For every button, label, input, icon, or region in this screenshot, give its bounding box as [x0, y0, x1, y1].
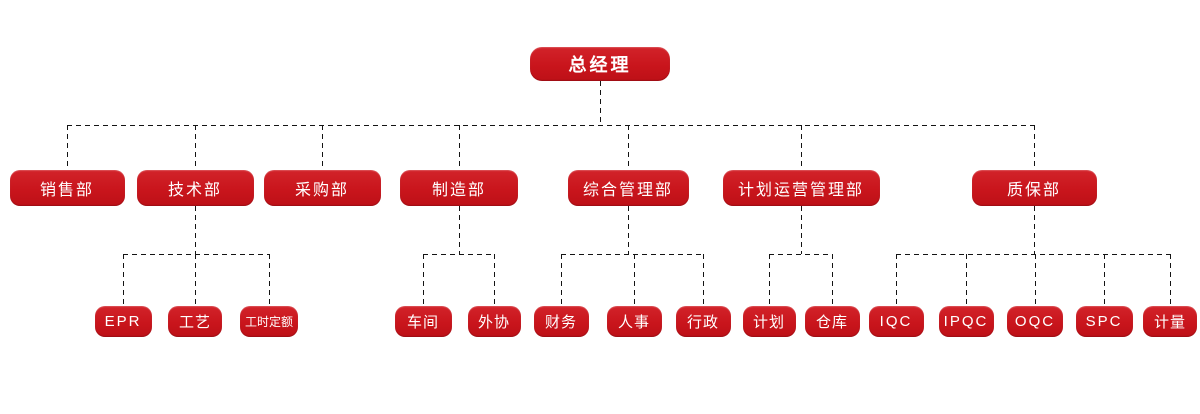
node-administration: 行政	[675, 306, 731, 337]
node-general-manager: 总经理	[530, 47, 670, 81]
connector-vline	[634, 254, 635, 306]
connector-vline	[1035, 254, 1036, 306]
node-finance: 财务	[533, 306, 589, 337]
node-iqc: IQC	[868, 306, 924, 337]
node-oqc: OQC	[1007, 306, 1063, 337]
connector-vline	[801, 125, 802, 170]
connector-vline	[628, 206, 629, 254]
node-planning-operations-dept: 计划运营管理部	[722, 170, 880, 206]
connector-vline	[769, 254, 770, 306]
node-purchasing-dept: 采购部	[263, 170, 381, 206]
connector-vline	[423, 254, 424, 306]
node-epr: EPR	[94, 306, 152, 337]
connector-vline	[561, 254, 562, 306]
connector-vline	[322, 125, 323, 170]
connector-vline	[67, 125, 68, 170]
connector-vline	[801, 206, 802, 254]
node-workshop: 车间	[394, 306, 452, 337]
node-technology-dept: 技术部	[136, 170, 254, 206]
connector-vline	[123, 254, 124, 306]
node-manufacturing-dept: 制造部	[400, 170, 518, 206]
connector-vline	[896, 254, 897, 306]
node-general-admin-dept: 综合管理部	[567, 170, 689, 206]
node-metrology: 计量	[1143, 306, 1197, 337]
connector-vline	[1034, 125, 1035, 170]
node-quality-dept: 质保部	[971, 170, 1097, 206]
node-outsourcing: 外协	[467, 306, 521, 337]
connector-hline	[896, 254, 1170, 255]
connector-hline	[67, 125, 1034, 126]
connector-hline	[423, 254, 494, 255]
connector-vline	[459, 206, 460, 254]
connector-vline	[195, 206, 196, 254]
connector-vline	[195, 254, 196, 306]
connector-vline	[269, 254, 270, 306]
connector-vline	[195, 125, 196, 170]
node-process: 工艺	[168, 306, 222, 337]
node-hr: 人事	[606, 306, 662, 337]
node-warehouse: 仓库	[804, 306, 860, 337]
connector-vline	[832, 254, 833, 306]
connector-hline	[123, 254, 269, 255]
node-sales-dept: 销售部	[9, 170, 125, 206]
connector-vline	[1170, 254, 1171, 306]
connector-vline	[1034, 206, 1035, 254]
connector-vline	[966, 254, 967, 306]
connector-vline	[628, 125, 629, 170]
node-labor-quota: 工时定额	[240, 306, 298, 337]
connector-vline	[600, 81, 601, 125]
node-spc: SPC	[1075, 306, 1133, 337]
connector-vline	[459, 125, 460, 170]
connector-hline	[769, 254, 832, 255]
connector-vline	[703, 254, 704, 306]
connector-vline	[494, 254, 495, 306]
connector-hline	[561, 254, 703, 255]
node-ipqc: IPQC	[938, 306, 994, 337]
connector-vline	[1104, 254, 1105, 306]
node-planning: 计划	[742, 306, 796, 337]
